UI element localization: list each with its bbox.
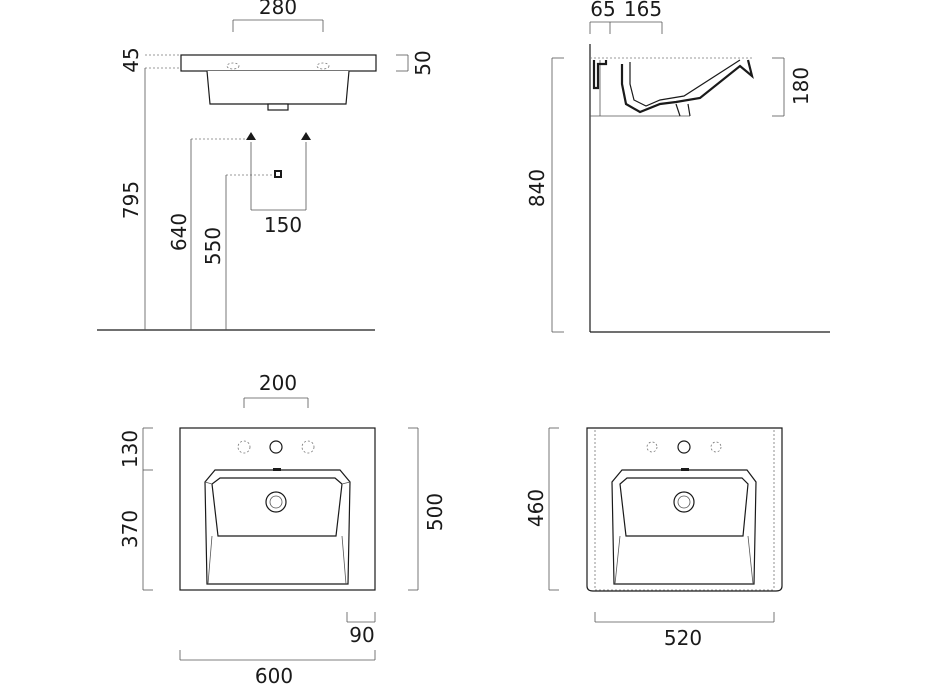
- dim-wall-gap: 65: [590, 0, 615, 21]
- tap-hole-left: [237, 440, 251, 454]
- tap-hole-right: [301, 440, 315, 454]
- tap-hole-right: [710, 441, 722, 453]
- drain-hole: [673, 491, 695, 513]
- dim-width-top: 280: [259, 0, 297, 19]
- basin-bowl: [206, 70, 350, 105]
- basin-inner-profile: [629, 59, 741, 107]
- tap-hole-left: [646, 441, 658, 453]
- tap-hole-center: [677, 440, 691, 454]
- dim-depth: 165: [624, 0, 662, 21]
- top-view-left: 200 130 370 500 90 600: [118, 371, 447, 686]
- water-inlet-icon: [301, 132, 311, 140]
- tap-hole: [316, 62, 330, 70]
- overflow-icon: [273, 468, 281, 471]
- drain-outlet: [267, 103, 289, 111]
- dim-drain-height: 550: [201, 227, 225, 265]
- basin-rim: [180, 54, 377, 72]
- dim-width: 520: [664, 626, 702, 650]
- basin-back-wall: [592, 60, 608, 90]
- basin-profile: [620, 59, 754, 114]
- overflow-icon: [681, 468, 689, 471]
- dim-total-width: 600: [255, 664, 293, 686]
- tap-hole-center: [269, 440, 283, 454]
- dim-depth: 460: [524, 489, 548, 527]
- dim-inlet-spacing: 150: [264, 213, 302, 237]
- dim-inlet-height: 640: [167, 213, 191, 251]
- dim-hole-spacing: 200: [259, 371, 297, 395]
- top-view-right: 460 520: [524, 427, 783, 650]
- dim-total-height: 795: [119, 181, 143, 219]
- dim-overall-height: 840: [525, 169, 549, 207]
- dim-basin-height: 180: [789, 67, 813, 105]
- dim-rim-thickness: 50: [411, 50, 435, 75]
- water-inlet-icon: [246, 132, 256, 140]
- front-view: 280 45 50 795 640 550 150: [97, 0, 435, 331]
- dim-rim-height: 45: [119, 47, 143, 72]
- dim-front-depth: 370: [118, 510, 142, 548]
- dim-overhang: 90: [349, 623, 374, 647]
- dim-total-depth: 500: [423, 493, 447, 531]
- drain-hole: [265, 491, 287, 513]
- tap-hole: [226, 62, 240, 70]
- side-view: 65 165 180 840: [525, 0, 830, 333]
- dim-rear-depth: 130: [118, 430, 142, 468]
